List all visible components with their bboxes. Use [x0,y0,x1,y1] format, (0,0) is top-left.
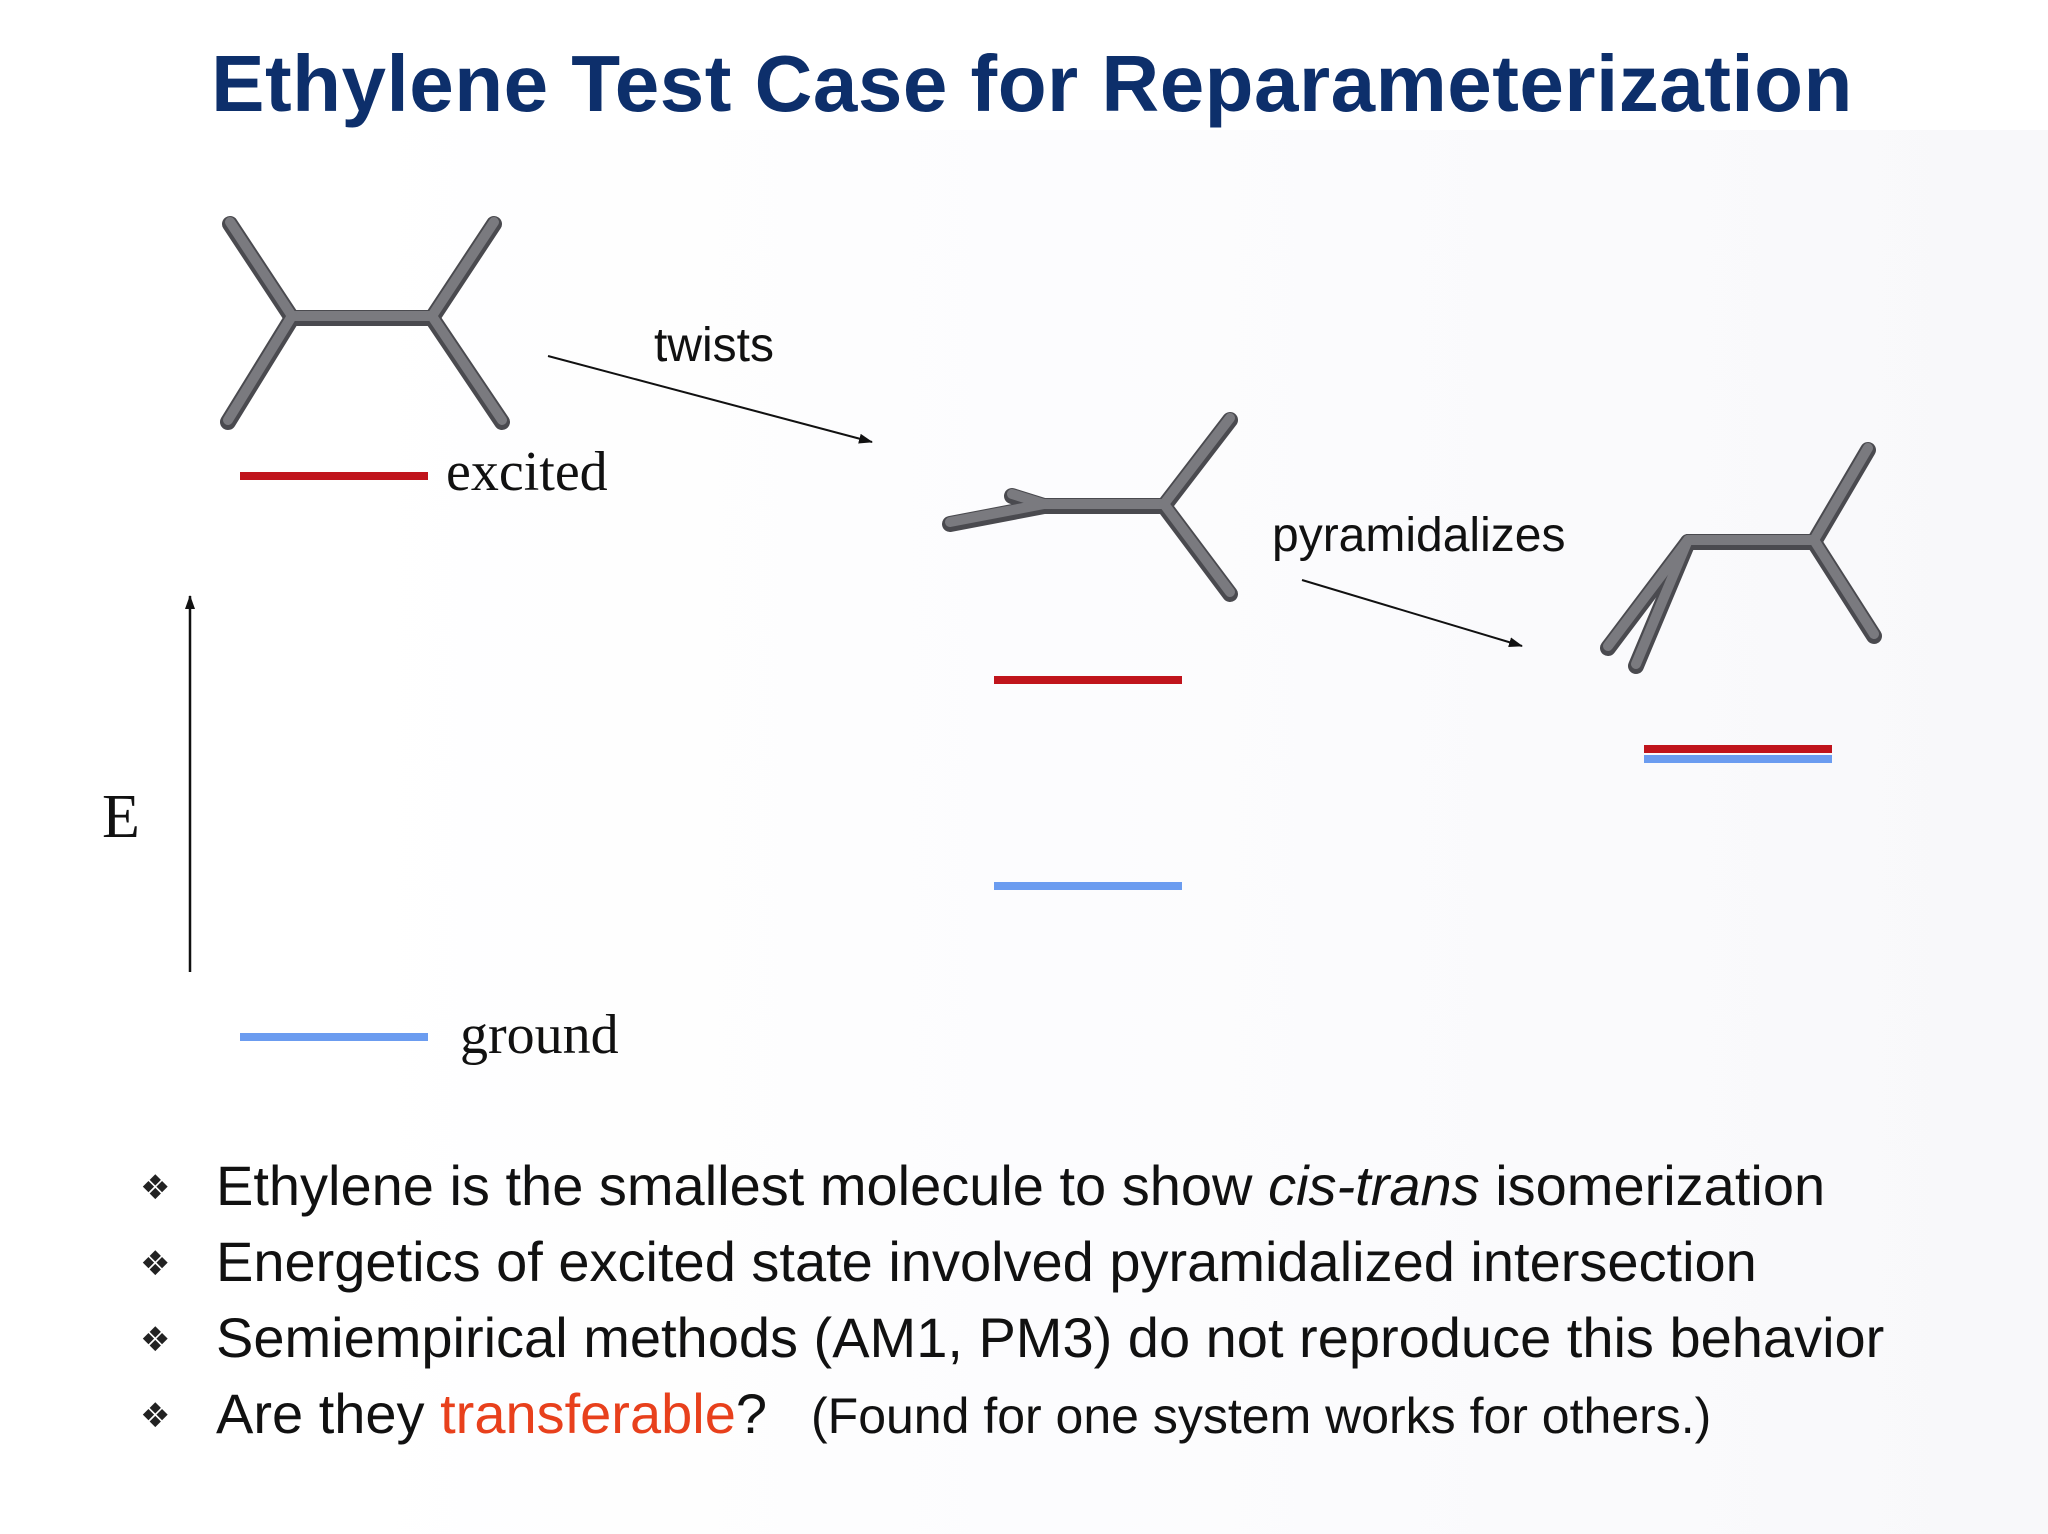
energy-diagram [185,216,1882,1041]
diamond-bullet-icon: ❖ [140,1244,171,1284]
pyramidalized-ethylene-molecule [1600,442,1882,674]
bullet-item: ❖ Ethylene is the smallest molecule to s… [140,1148,1884,1224]
diamond-bullet-icon: ❖ [140,1396,171,1436]
bullet-emphasis: cis-trans [1268,1154,1480,1217]
bullet-text: Are they [216,1382,441,1445]
bullet-item: ❖ Semiempirical methods (AM1, PM3) do no… [140,1300,1884,1376]
bullet-text: isomerization [1479,1154,1826,1217]
twisted-ethylene-molecule [942,412,1238,602]
planar-ethylene-molecule [220,216,510,430]
bullet-item: ❖ Are they transferable? (Found for one s… [140,1376,1884,1452]
diamond-bullet-icon: ❖ [140,1320,171,1360]
twist-arrow [547,355,873,444]
bullet-text: Semiempirical methods (AM1, PM3) do not … [216,1306,1885,1369]
bullet-text: Ethylene is the smallest molecule to sho… [216,1154,1269,1217]
diamond-bullet-icon: ❖ [140,1168,171,1208]
bullet-item: ❖ Energetics of excited state involved p… [140,1224,1884,1300]
transferable-highlight: transferable [440,1382,736,1445]
background-panel [330,130,2048,1534]
bullet-list: ❖ Ethylene is the smallest molecule to s… [140,1148,1884,1452]
energy-axis-label: E [102,783,140,851]
twists-label: twists [654,319,774,372]
excited-label: excited [446,441,608,503]
bullet-text: ? [735,1382,767,1445]
pyramidalizes-label: pyramidalizes [1272,509,1566,562]
bullet-note: (Found for one system works for others.) [811,1388,1712,1444]
pyramidalize-arrow [1301,579,1523,648]
bullet-text: Energetics of excited state involved pyr… [216,1230,1757,1293]
slide-title: Ethylene Test Case for Reparameterizatio… [211,39,1853,128]
ground-label: ground [460,1004,619,1066]
